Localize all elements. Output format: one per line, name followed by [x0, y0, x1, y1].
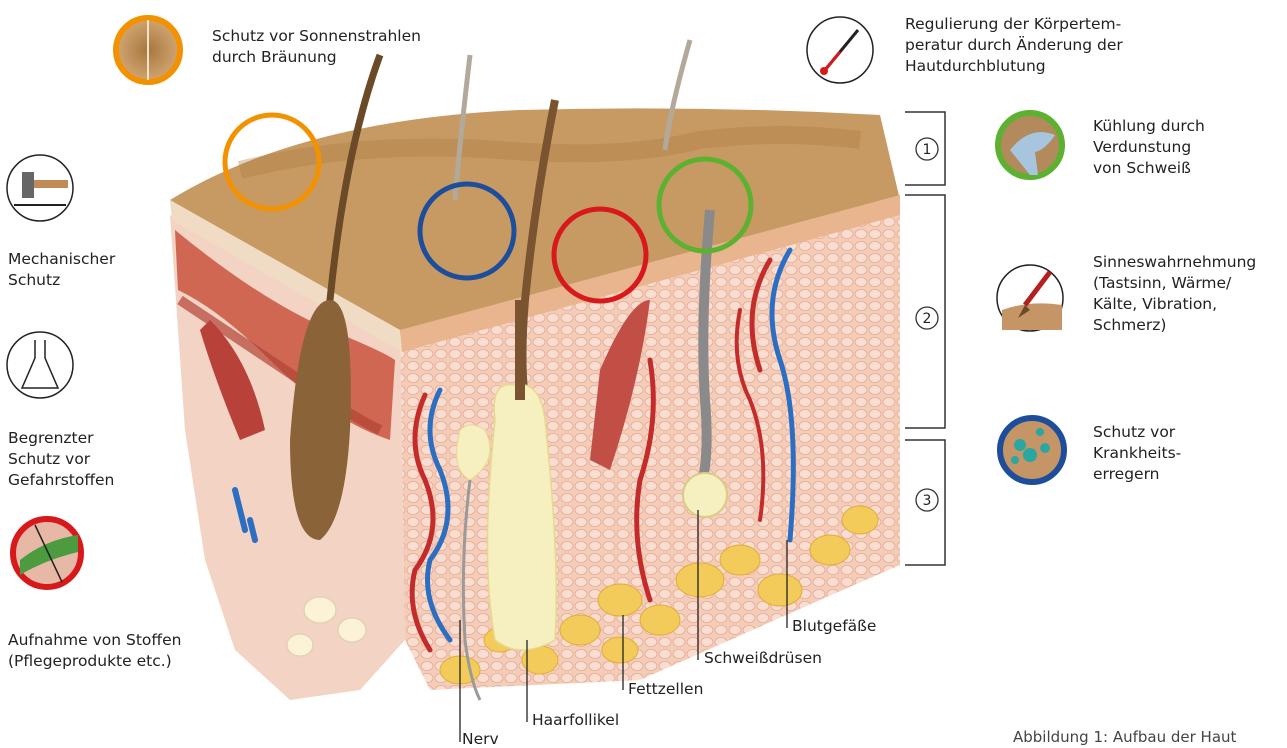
label-hair-follicle: Haarfollikel	[532, 711, 619, 729]
layer-2-number: 2	[923, 311, 932, 327]
label-sweat-glands: Schweißdrüsen	[704, 649, 822, 667]
layer-3-number: 3	[923, 493, 932, 509]
paintbrush-icon	[997, 265, 1063, 331]
label-blood-vessels: Blutgefäße	[792, 617, 876, 635]
mechanical-protection-text: Mechanischer Schutz	[8, 249, 115, 291]
sun-protection-text: Schutz vor Sonnenstrahlen durch Bräunung	[212, 26, 421, 68]
skin-block	[170, 40, 900, 700]
label-nerve: Nerv	[462, 730, 499, 748]
bacteria-icon	[1000, 418, 1064, 482]
hammer-icon	[7, 155, 73, 221]
hazardous-protection-text: Begrenzter Schutz vor Gefahrstoffen	[8, 428, 114, 491]
flask-icon	[7, 332, 73, 398]
sweat-drop-icon	[998, 113, 1062, 177]
tan-swatch-icon	[116, 18, 180, 82]
absorption-text: Aufnahme von Stoffen (Pflegeprodukte etc…	[8, 630, 181, 672]
cooling-text: Kühlung durch Verdunstung von Schweiß	[1093, 116, 1205, 179]
label-fat-cells: Fettzellen	[628, 680, 703, 698]
figure-caption: Abbildung 1: Aufbau der Haut	[1013, 728, 1236, 746]
pathogen-protection-text: Schutz vor Krankheits- erregern	[1093, 422, 1181, 485]
skin-absorption-icon	[13, 519, 81, 587]
hair-follicle	[488, 384, 557, 650]
layer-1-number: 1	[923, 142, 932, 158]
sense-perception-text: Sinneswahrnehmung (Tastsinn, Wärme/ Kält…	[1093, 252, 1256, 336]
thermometer-icon	[807, 17, 873, 83]
temperature-regulation-text: Regulierung der Körpertem- peratur durch…	[905, 14, 1123, 77]
